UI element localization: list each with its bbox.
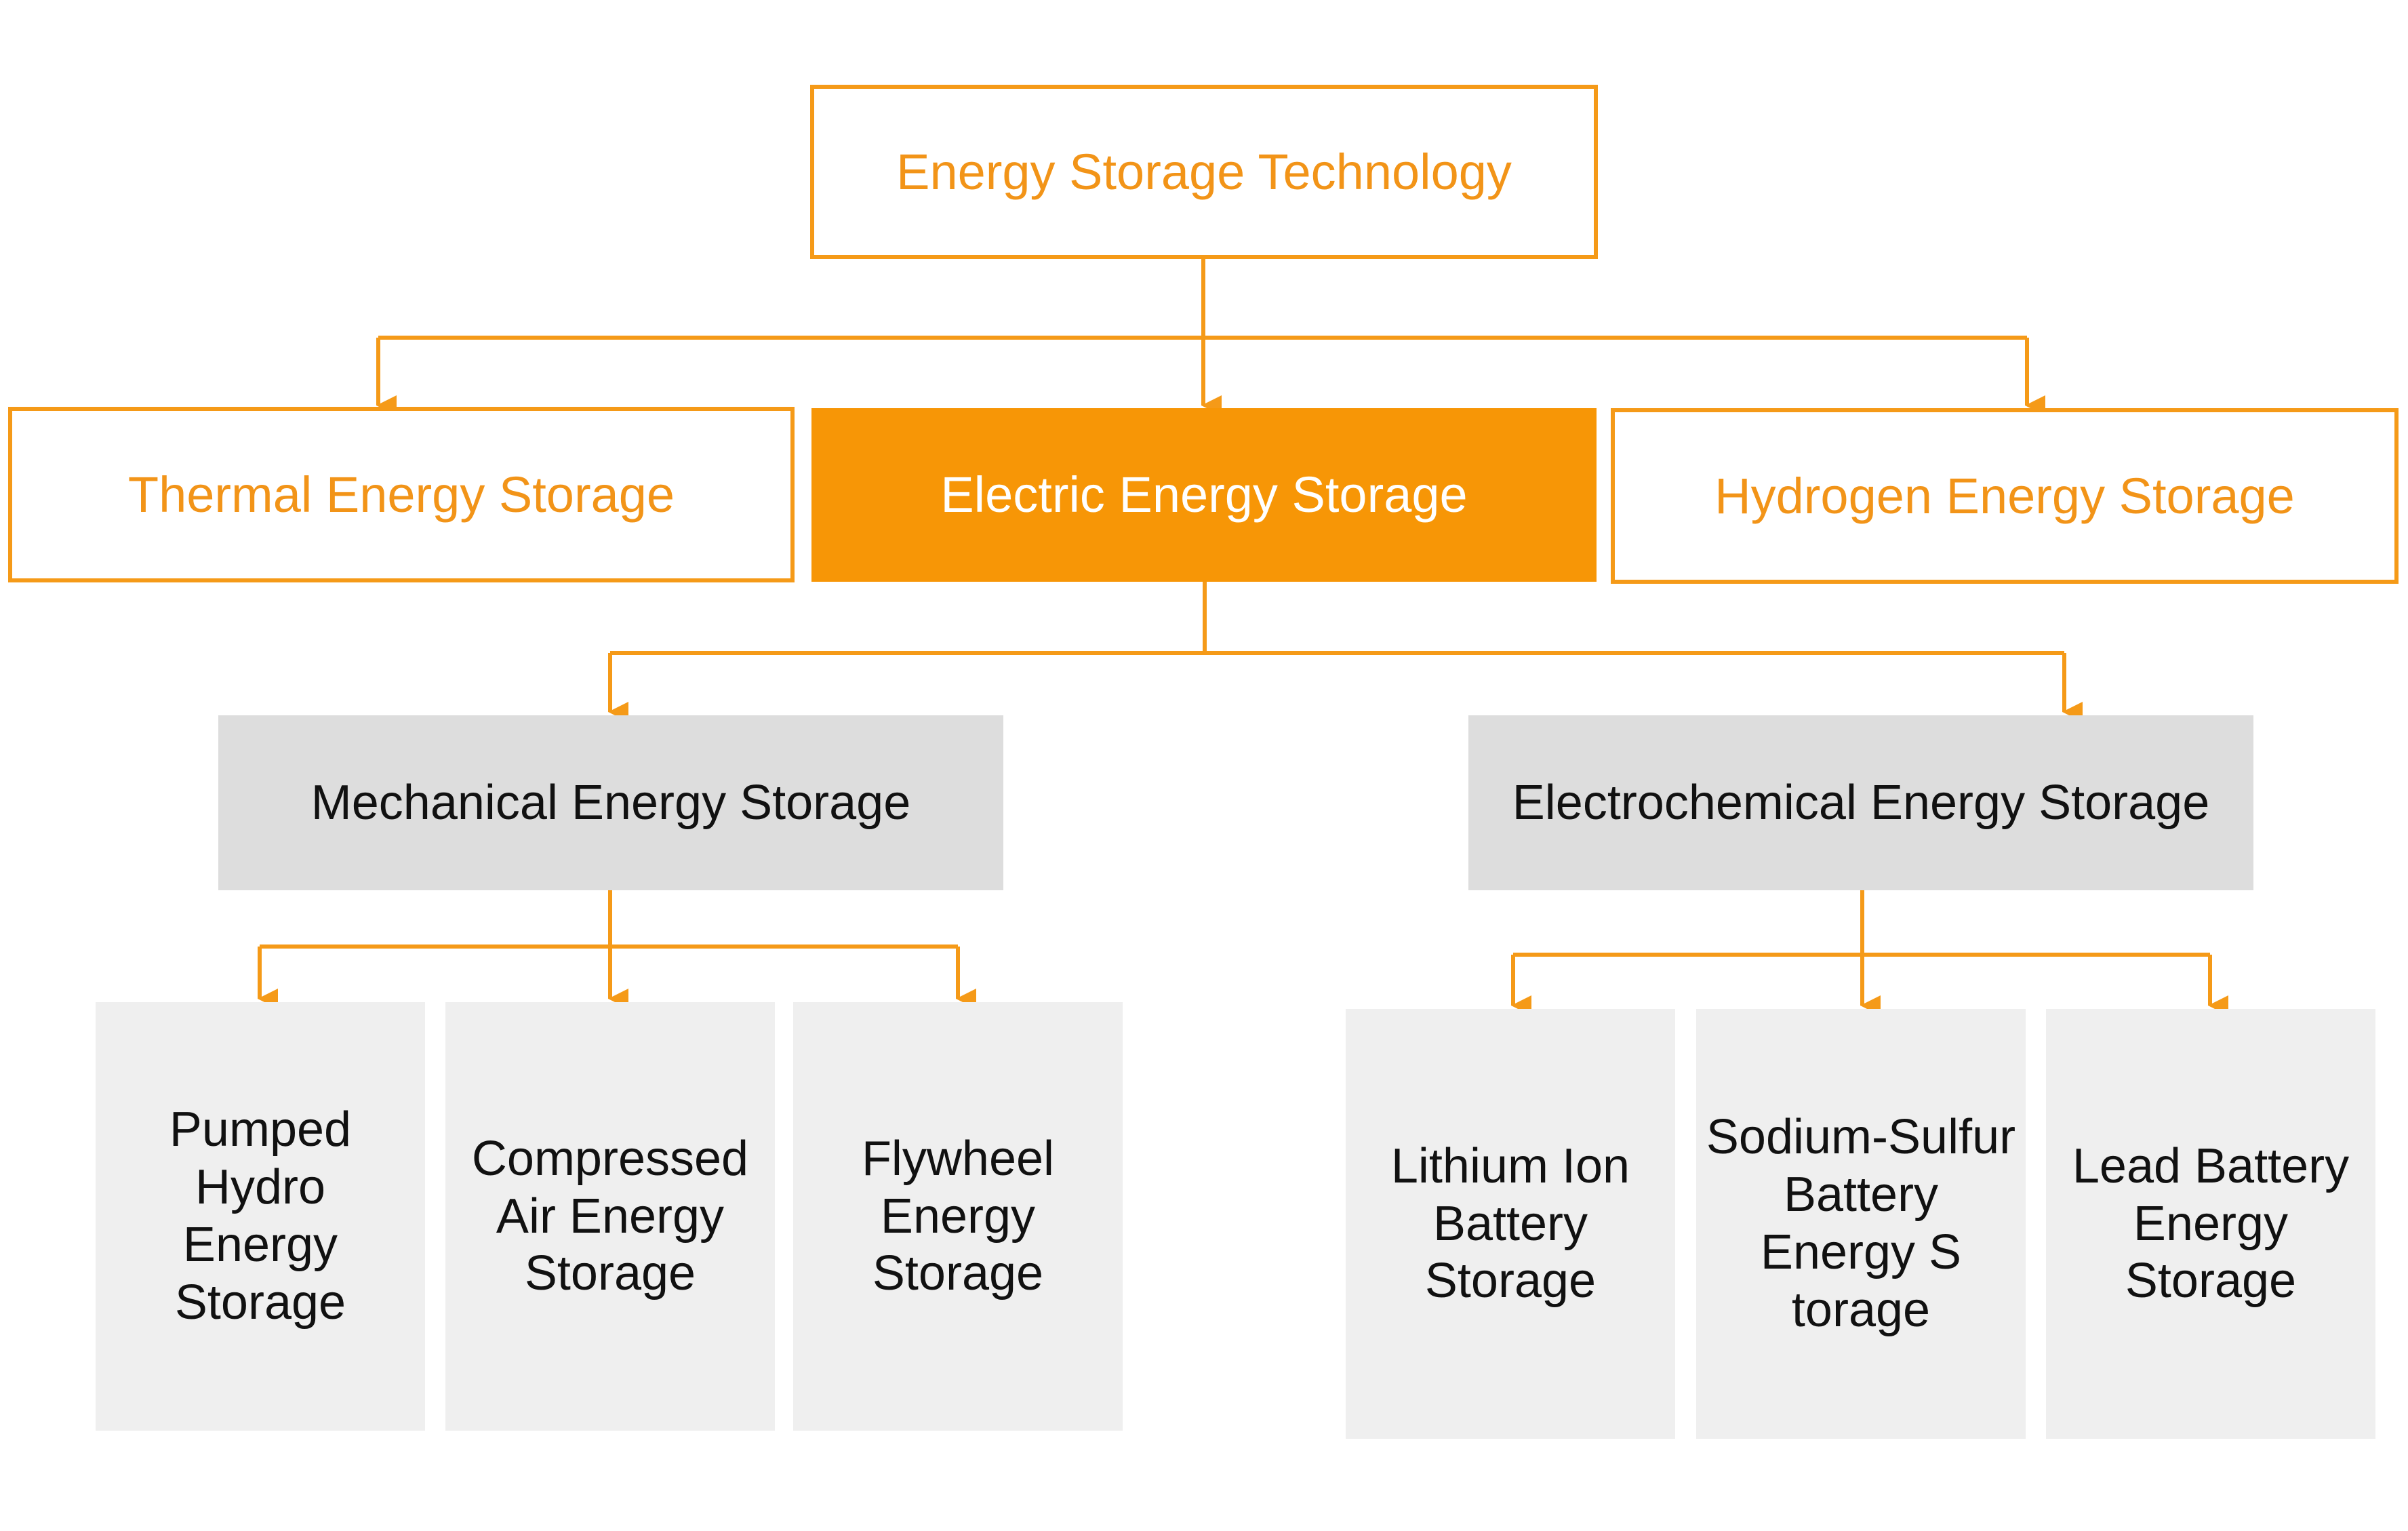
node-flywheel-energy-storage: Flywheel Energy Storage <box>793 1002 1123 1431</box>
node-electric-energy-storage: Electric Energy Storage <box>811 408 1597 582</box>
node-label: Lead Battery Energy Storage <box>2072 1138 2350 1309</box>
node-label: Lithium Ion Battery Storage <box>1390 1138 1630 1309</box>
node-label: Compressed Air Energy Storage <box>471 1131 749 1301</box>
node-label: Electrochemical Energy Storage <box>1512 775 2210 830</box>
node-label: Electric Energy Storage <box>940 466 1468 523</box>
node-label: Thermal Energy Storage <box>127 466 675 523</box>
node-pumped-hydro-energy-storage: Pumped Hydro Energy Storage <box>96 1002 425 1431</box>
node-label: Energy Storage Technology <box>896 143 1512 200</box>
node-label: Hydrogen Energy Storage <box>1714 467 2295 524</box>
node-label: Flywheel Energy Storage <box>861 1131 1055 1301</box>
node-label: Mechanical Energy Storage <box>310 775 911 830</box>
node-sodium-sulfur-battery-energy-storage: Sodium-Sulfur Battery Energy S torage <box>1696 1009 2026 1439</box>
node-compressed-air-energy-storage: Compressed Air Energy Storage <box>445 1002 775 1431</box>
node-hydrogen-energy-storage: Hydrogen Energy Storage <box>1611 408 2399 584</box>
node-lead-battery-energy-storage: Lead Battery Energy Storage <box>2046 1009 2375 1439</box>
node-label: Sodium-Sulfur Battery Energy S torage <box>1706 1110 2016 1337</box>
node-lithium-ion-battery-storage: Lithium Ion Battery Storage <box>1346 1009 1675 1439</box>
node-mechanical-energy-storage: Mechanical Energy Storage <box>218 715 1003 890</box>
node-label: Pumped Hydro Energy Storage <box>169 1102 352 1330</box>
node-thermal-energy-storage: Thermal Energy Storage <box>8 407 795 582</box>
node-electrochemical-energy-storage: Electrochemical Energy Storage <box>1468 715 2253 890</box>
node-energy-storage-technology: Energy Storage Technology <box>810 85 1598 259</box>
